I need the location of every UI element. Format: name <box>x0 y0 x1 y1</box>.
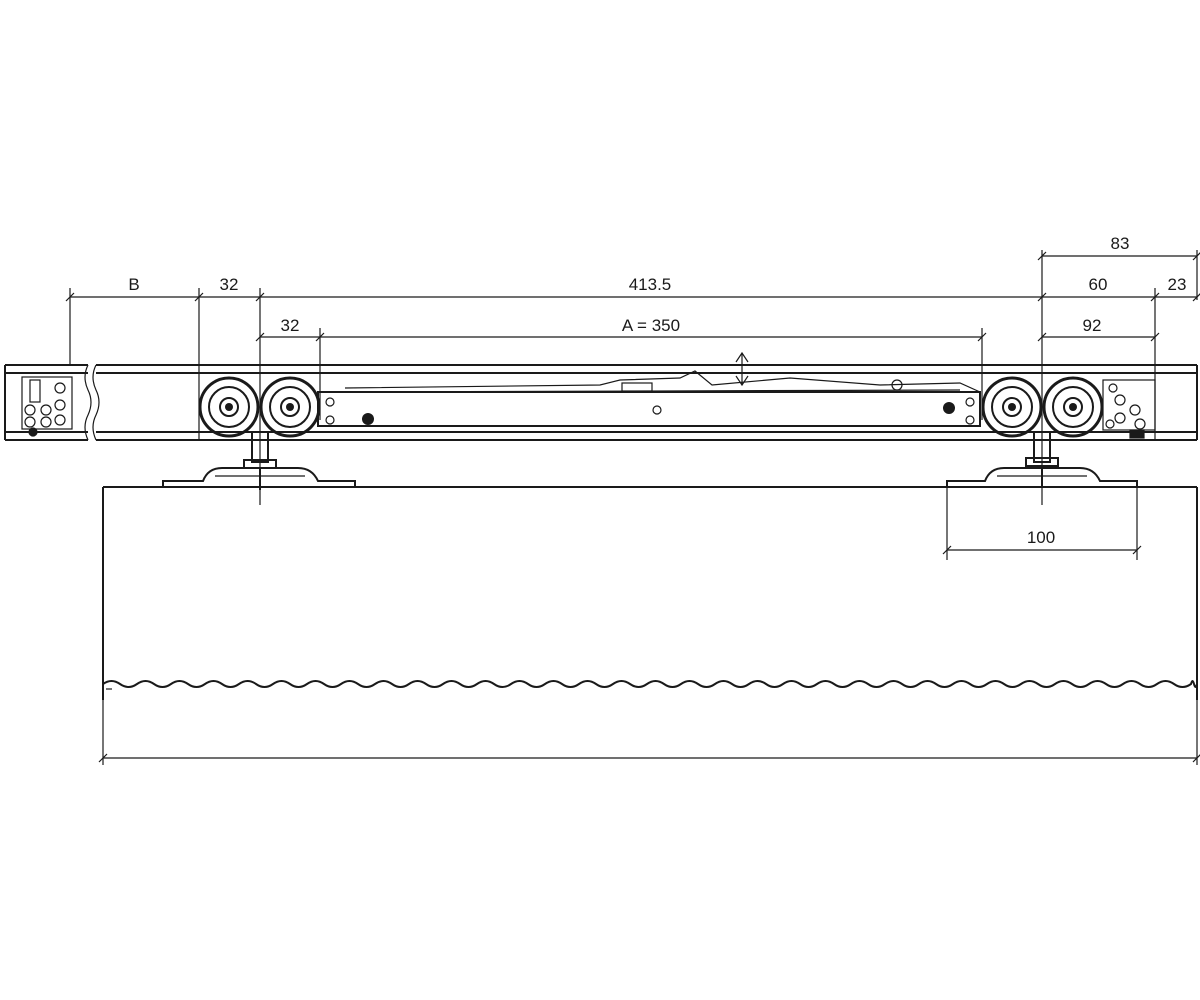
dim-label-83: 83 <box>1111 234 1130 253</box>
carriage-holes <box>325 397 975 425</box>
dim-label-a: A = 350 <box>622 316 680 335</box>
dimension-lines <box>65 250 1200 765</box>
roller-left-1 <box>198 376 260 438</box>
mounting-bracket-left <box>162 467 356 488</box>
mounting-bracket-right <box>946 467 1138 488</box>
carriage-body <box>317 370 981 427</box>
dim-label-413: 413.5 <box>629 275 672 294</box>
dim-label-32-top: 32 <box>220 275 239 294</box>
dim-label-32-lower: 32 <box>281 316 300 335</box>
roller-right-1 <box>981 376 1043 438</box>
right-end-stop <box>1102 379 1156 439</box>
dim-label-100: 100 <box>1027 528 1055 547</box>
dim-label-60: 60 <box>1089 275 1108 294</box>
roller-left-2 <box>259 376 321 438</box>
dimension-labels: B 32 413.5 83 60 23 32 A = 350 92 100 <box>128 234 1186 547</box>
track-rail <box>4 364 1198 441</box>
left-end-stop <box>21 376 73 437</box>
roller-right-2 <box>1042 376 1104 438</box>
hanger-bolt-right <box>1025 431 1059 488</box>
height-adjust-arrow-icon <box>735 351 749 387</box>
dim-label-23: 23 <box>1168 275 1187 294</box>
dim-label-92: 92 <box>1083 316 1102 335</box>
door-panel <box>102 486 1198 700</box>
dim-label-b: B <box>128 275 139 294</box>
